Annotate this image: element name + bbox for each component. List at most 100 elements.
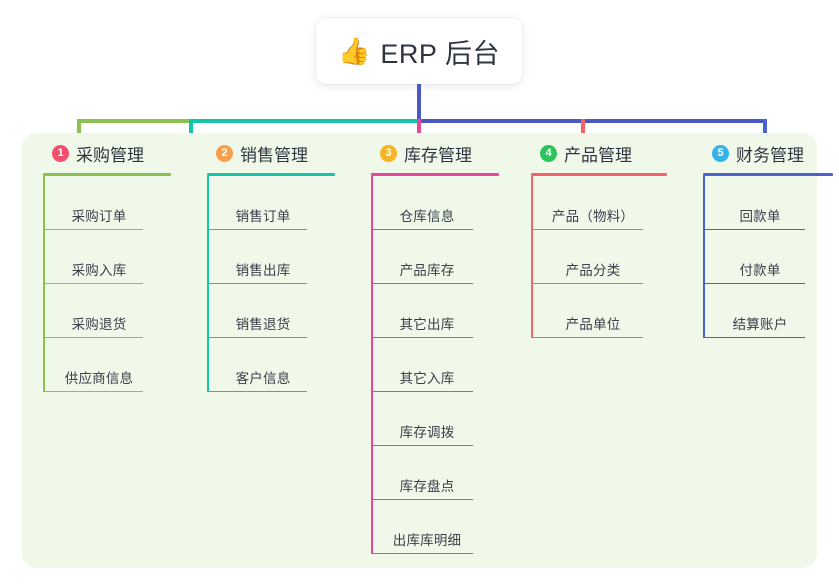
branch-number-badge: 2 <box>216 144 233 162</box>
branch-item-rule <box>531 282 643 284</box>
branch-column-1: 1 采购管理采购订单采购入库采购退货供应商信息 <box>34 133 186 392</box>
branch-item-rule <box>371 498 473 500</box>
branch-item-rule <box>531 336 643 338</box>
branch-item-rule <box>531 228 643 230</box>
branch-item-rule <box>371 336 473 338</box>
branch-item-label: 采购退货 <box>71 317 127 332</box>
branch-item-label: 库存盘点 <box>399 479 455 494</box>
branch-header-1[interactable]: 1 采购管理 <box>34 133 186 173</box>
branch-header-3[interactable]: 3 库存管理 <box>362 133 514 173</box>
branch-item[interactable]: 库存调拨 <box>371 392 483 446</box>
branch-item[interactable]: 出库库明细 <box>371 500 483 554</box>
branch-item-label: 付款单 <box>739 263 781 278</box>
branch-column-5: 5 财务管理回款单付款单结算账户 <box>694 133 839 338</box>
branch-item-rule <box>207 336 307 338</box>
branch-column-4: 4 产品管理产品（物料） 产品分类产品单位 <box>522 133 682 338</box>
branch-item-label: 库存调拨 <box>399 425 455 440</box>
branch-item[interactable]: 结算账户 <box>703 284 817 338</box>
branch-item[interactable]: 采购入库 <box>43 230 155 284</box>
branch-item-list: 销售订单销售出库销售退货客户信息 <box>207 176 350 392</box>
branch-spine <box>207 176 209 392</box>
branch-item-label: 产品库存 <box>399 263 455 278</box>
branch-item-rule <box>371 228 473 230</box>
branch-item-label: 出库库明细 <box>392 533 462 548</box>
branch-item-rule <box>43 282 143 284</box>
branch-item-label: 结算账户 <box>732 317 788 332</box>
branch-item-rule <box>43 228 143 230</box>
branch-item[interactable]: 销售出库 <box>207 230 319 284</box>
branch-title: 财务管理 <box>736 145 804 165</box>
root-title: ERP 后台 <box>380 38 500 69</box>
branch-header-rule <box>43 173 171 176</box>
branch-item-label: 供应商信息 <box>64 371 134 386</box>
branch-item-rule <box>43 390 143 392</box>
branch-item[interactable]: 供应商信息 <box>43 338 155 392</box>
branch-item[interactable]: 回款单 <box>703 176 817 230</box>
branch-columns: 1 采购管理采购订单采购入库采购退货供应商信息 2 销售管理销售订单销售出库销售退货客… <box>22 133 833 568</box>
branch-item-label: 其它入库 <box>399 371 455 386</box>
thumbs-up-icon: 👍 <box>338 36 371 66</box>
branch-title: 库存管理 <box>404 145 472 165</box>
branch-item-label: 销售订单 <box>235 209 291 224</box>
branch-header-2[interactable]: 2 销售管理 <box>198 133 350 173</box>
branch-item-rule <box>371 282 473 284</box>
branch-spine <box>371 176 373 554</box>
branch-item[interactable]: 产品单位 <box>531 284 655 338</box>
branch-item[interactable]: 销售订单 <box>207 176 319 230</box>
branch-item-rule <box>207 282 307 284</box>
branch-number-badge: 3 <box>380 144 397 162</box>
branch-item[interactable]: 采购订单 <box>43 176 155 230</box>
branch-item-rule <box>703 336 805 338</box>
branch-item[interactable]: 客户信息 <box>207 338 319 392</box>
branch-header-5[interactable]: 5 财务管理 <box>694 133 839 173</box>
branch-item[interactable]: 库存盘点 <box>371 446 483 500</box>
branch-item-label: 产品单位 <box>565 317 621 332</box>
branch-item-rule <box>207 228 307 230</box>
branch-item-rule <box>703 228 805 230</box>
branch-item-label: 产品分类 <box>565 263 621 278</box>
branch-item-label: 销售退货 <box>235 317 291 332</box>
branch-header-rule <box>371 173 499 176</box>
branch-item[interactable]: 付款单 <box>703 230 817 284</box>
branch-number-badge: 5 <box>712 144 729 162</box>
branch-item-rule <box>371 552 473 554</box>
branch-item-label: 采购订单 <box>71 209 127 224</box>
branch-item[interactable]: 产品分类 <box>531 230 655 284</box>
branch-spine <box>43 176 45 392</box>
branch-item[interactable]: 采购退货 <box>43 284 155 338</box>
branch-header-rule <box>207 173 335 176</box>
branch-item[interactable]: 其它出库 <box>371 284 483 338</box>
branch-item-list: 仓库信息产品库存其它出库其它入库库存调拨库存盘点出库库明细 <box>371 176 514 554</box>
branch-column-3: 3 库存管理仓库信息产品库存其它出库其它入库库存调拨库存盘点出库库明细 <box>362 133 514 554</box>
branch-item-list: 产品（物料） 产品分类产品单位 <box>531 176 682 338</box>
branch-item-rule <box>703 282 805 284</box>
branch-item-label: 其它出库 <box>399 317 455 332</box>
branch-item[interactable]: 产品（物料） <box>531 176 655 230</box>
branch-item-label: 回款单 <box>739 209 781 224</box>
branch-title: 采购管理 <box>76 145 144 165</box>
branch-number-badge: 1 <box>52 144 69 162</box>
branch-item-label: 采购入库 <box>71 263 127 278</box>
branch-item[interactable]: 产品库存 <box>371 230 483 284</box>
branch-item[interactable]: 销售退货 <box>207 284 319 338</box>
branch-number-badge: 4 <box>540 144 557 162</box>
branch-header-4[interactable]: 4 产品管理 <box>522 133 682 173</box>
branch-item-rule <box>207 390 307 392</box>
branch-item-rule <box>371 444 473 446</box>
branch-header-rule <box>531 173 667 176</box>
branch-item-label: 销售出库 <box>235 263 291 278</box>
branch-item-label: 产品（物料） <box>551 209 635 224</box>
branch-item-rule <box>43 336 143 338</box>
branch-item[interactable]: 仓库信息 <box>371 176 483 230</box>
branch-item[interactable]: 其它入库 <box>371 338 483 392</box>
branch-title: 产品管理 <box>564 145 632 165</box>
branch-item-label: 客户信息 <box>235 371 291 386</box>
branch-item-list: 采购订单采购入库采购退货供应商信息 <box>43 176 186 392</box>
root-node[interactable]: 👍 ERP 后台 <box>316 18 522 84</box>
branch-item-rule <box>371 390 473 392</box>
branch-spine <box>703 176 705 338</box>
branch-item-label: 仓库信息 <box>399 209 455 224</box>
branches-panel <box>22 133 817 568</box>
branch-title: 销售管理 <box>240 145 308 165</box>
